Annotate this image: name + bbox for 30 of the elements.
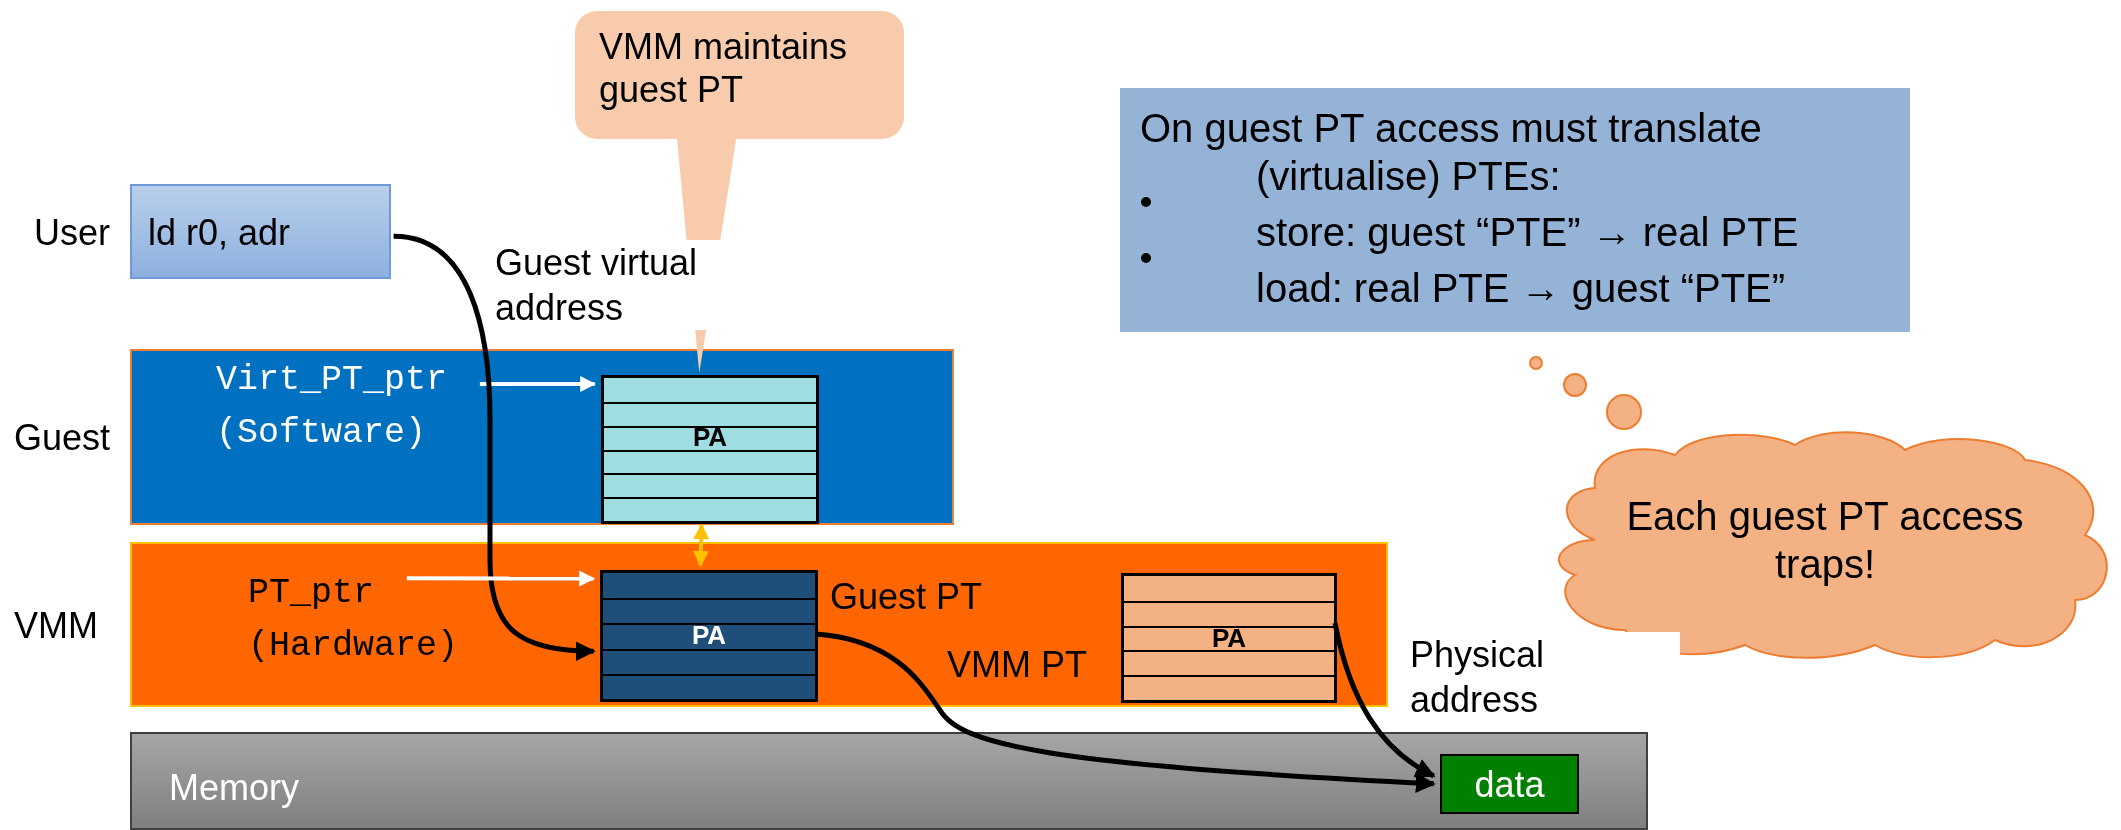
- instruction-box: ld r0, adr: [130, 184, 391, 279]
- table-entry-text: PA: [691, 427, 729, 448]
- arrow: [692, 523, 710, 567]
- page-table: [1121, 573, 1337, 703]
- arrow: [1332, 622, 1436, 779]
- arrow: [393, 233, 596, 661]
- note-box: [1120, 88, 1910, 332]
- side-label: User: [34, 212, 110, 254]
- register-label: PT_ptr (Hardware): [248, 567, 488, 677]
- layer-label: Guest: [14, 417, 111, 459]
- table-entry-text: PA: [690, 625, 728, 647]
- layer-label: VMM: [14, 604, 98, 647]
- arrow: [479, 376, 597, 392]
- register-label: Virt_PT_ptr (Software): [216, 354, 478, 464]
- speech-callout: VMM maintains guest PT: [575, 11, 904, 139]
- bullet-item: load: real PTE → guest “PTE”: [1256, 265, 1787, 312]
- table-entry-text: PA: [1210, 627, 1248, 649]
- layer-label: Memory: [169, 767, 299, 809]
- side-label: Guest PT: [830, 576, 983, 618]
- arrow: [406, 570, 596, 587]
- cloud-text: Each guest PT access traps!: [1625, 493, 2025, 588]
- side-label: VMM PT: [947, 644, 1087, 686]
- note-text: On guest PT access must translate (virtualise) PTEs:: [1140, 105, 1763, 200]
- memory-band: [130, 732, 1648, 830]
- page-table: [601, 375, 819, 524]
- bullet-item: store: guest “PTE” → real PTE: [1256, 209, 1800, 256]
- page-table: [600, 570, 818, 702]
- data-box: data: [1440, 754, 1579, 814]
- arrow: [815, 631, 1436, 793]
- callout-pointer: [677, 139, 737, 373]
